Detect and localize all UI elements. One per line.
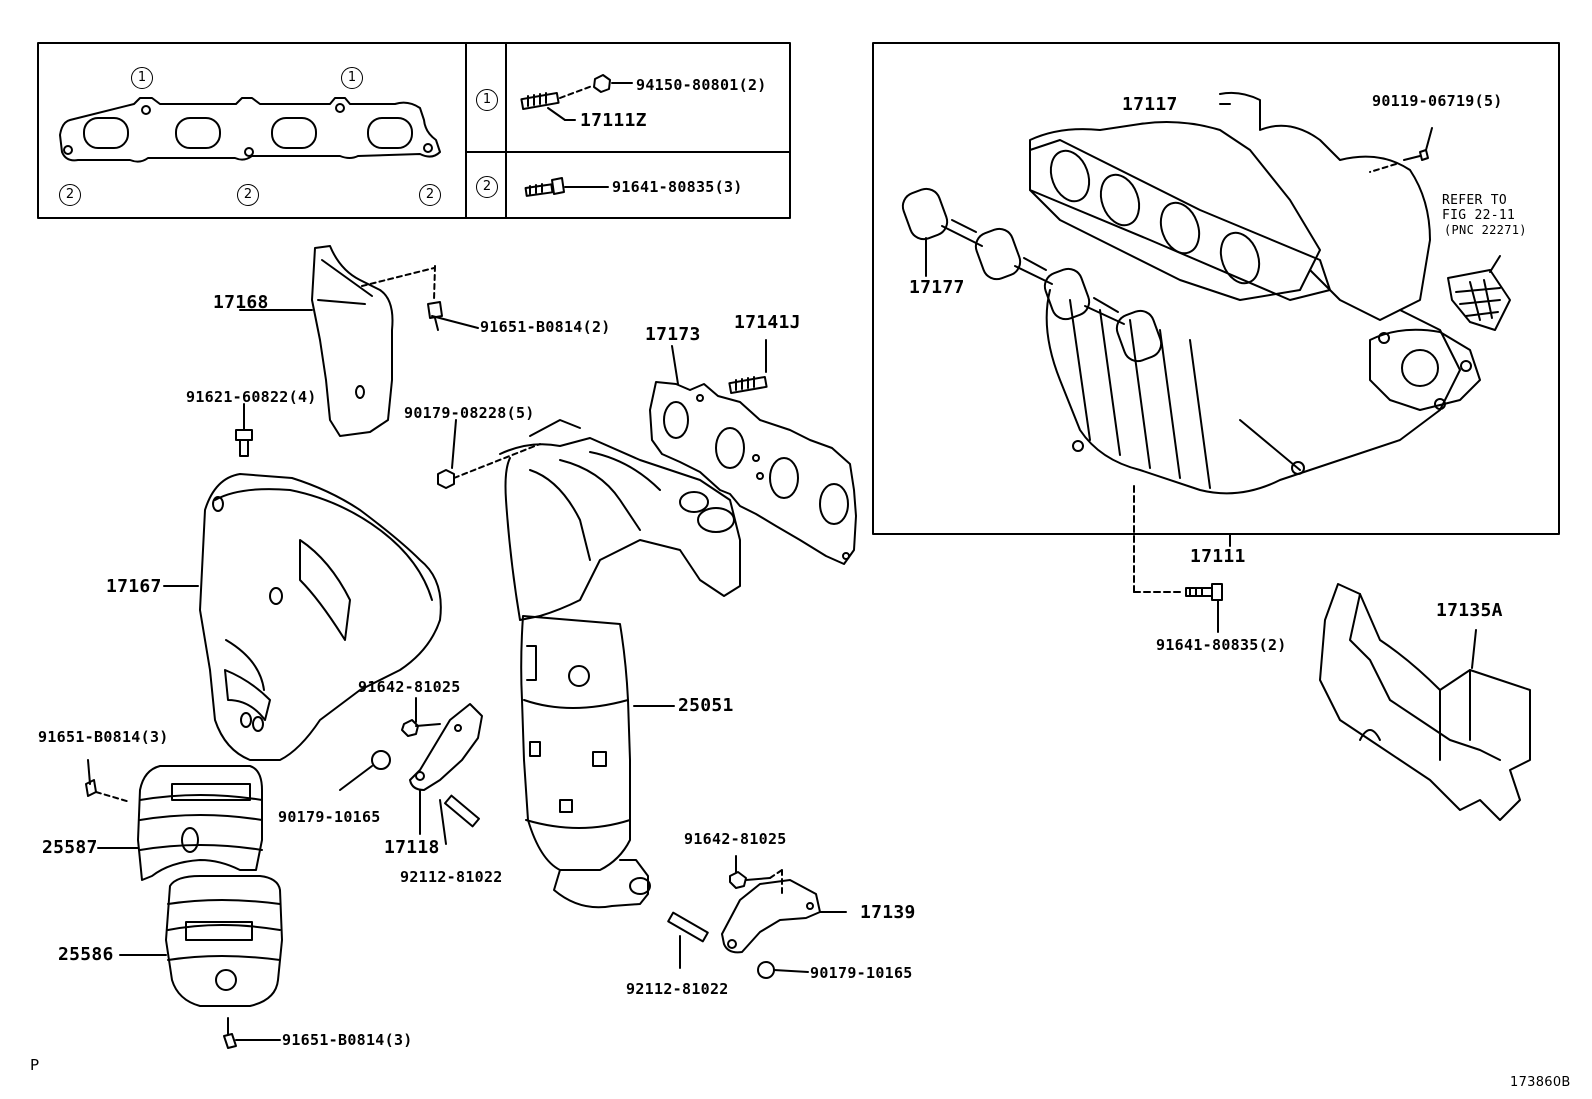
stud-17141j: [728, 339, 768, 395]
label-17118: 17118: [384, 837, 440, 858]
label-92112-81022-upper: 92112-81022: [400, 868, 503, 886]
callout-1-legend: 1: [476, 89, 498, 111]
bolt-icon-legend: [524, 177, 609, 197]
label-17167: 17167: [106, 576, 162, 597]
stud-icon-legend: [520, 74, 633, 121]
insulator-17135a-drawing: [1319, 583, 1531, 821]
bracket-17139-drawing: [667, 855, 847, 979]
label-92112-81022-lower: 92112-81022: [626, 980, 729, 998]
label-91651-b0814-2: 91651-B0814(2): [480, 318, 611, 336]
label-17117: 17117: [1122, 94, 1178, 115]
label-refer-fig: FIG 22-11: [1442, 208, 1516, 223]
label-refer-pnc: (PNC 22271): [1444, 223, 1527, 237]
shield-17167-drawing: [163, 473, 442, 761]
label-91642-81025-upper: 91642-81025: [358, 678, 461, 696]
label-91651-b0814-lower: 91651-B0814(3): [282, 1031, 413, 1049]
callout-2-legend: 2: [476, 176, 498, 198]
label-17173: 17173: [645, 324, 701, 345]
bolt-91621: [235, 403, 253, 457]
label-94150-80801: 94150-80801(2): [636, 76, 767, 94]
label-90179-10165-lower: 90179-10165: [810, 964, 913, 982]
label-90119-06719: 90119-06719(5): [1372, 92, 1503, 110]
leader-lines: [925, 103, 1231, 277]
shield-17168-drawing: [239, 245, 479, 437]
shield-25587-drawing: [85, 759, 263, 881]
label-91641-80835-right: 91641-80835(2): [1156, 636, 1287, 654]
label-25586: 25586: [58, 944, 114, 965]
label-17111: 17111: [1190, 546, 1246, 567]
label-25587: 25587: [42, 837, 98, 858]
gasket-17177-drawing: [901, 187, 1163, 363]
label-91651-b0814-upper: 91651-B0814(3): [38, 728, 169, 746]
label-17111z: 17111Z: [580, 110, 647, 131]
callout-1-top-right: 1: [341, 67, 363, 89]
label-90179-10165-upper: 90179-10165: [278, 808, 381, 826]
label-17168: 17168: [213, 292, 269, 313]
gasket-drawing: [59, 97, 441, 163]
label-17177: 17177: [909, 277, 965, 298]
bolt-91641-right: [1133, 485, 1231, 633]
bracket-17118-drawing: [339, 697, 483, 845]
shield-25586-drawing: [119, 875, 283, 1049]
label-17135a: 17135A: [1436, 600, 1503, 621]
label-91642-81025-lower: 91642-81025: [684, 830, 787, 848]
gasket-legend-box: [37, 42, 791, 219]
figure-code: 173860B: [1510, 1075, 1571, 1090]
label-17141j: 17141J: [734, 312, 801, 333]
label-17139: 17139: [860, 902, 916, 923]
label-25051: 25051: [678, 695, 734, 716]
label-91641-80835-legend: 91641-80835(3): [612, 178, 743, 196]
label-refer-to: REFER TO: [1442, 193, 1508, 208]
intake-manifold-drawing: [1029, 91, 1511, 495]
gasket-17173-drawing: [649, 345, 857, 565]
callout-2-right: 2: [419, 184, 441, 206]
corner-marker: P: [30, 1056, 40, 1074]
label-90179-08228: 90179-08228(5): [404, 404, 535, 422]
label-91621-60822: 91621-60822(4): [186, 388, 317, 406]
manifold-25051-drawing: [437, 419, 741, 909]
callout-2-left: 2: [59, 184, 81, 206]
callout-2-middle: 2: [237, 184, 259, 206]
callout-1-top-left: 1: [131, 67, 153, 89]
intake-manifold-box: [872, 42, 1560, 535]
